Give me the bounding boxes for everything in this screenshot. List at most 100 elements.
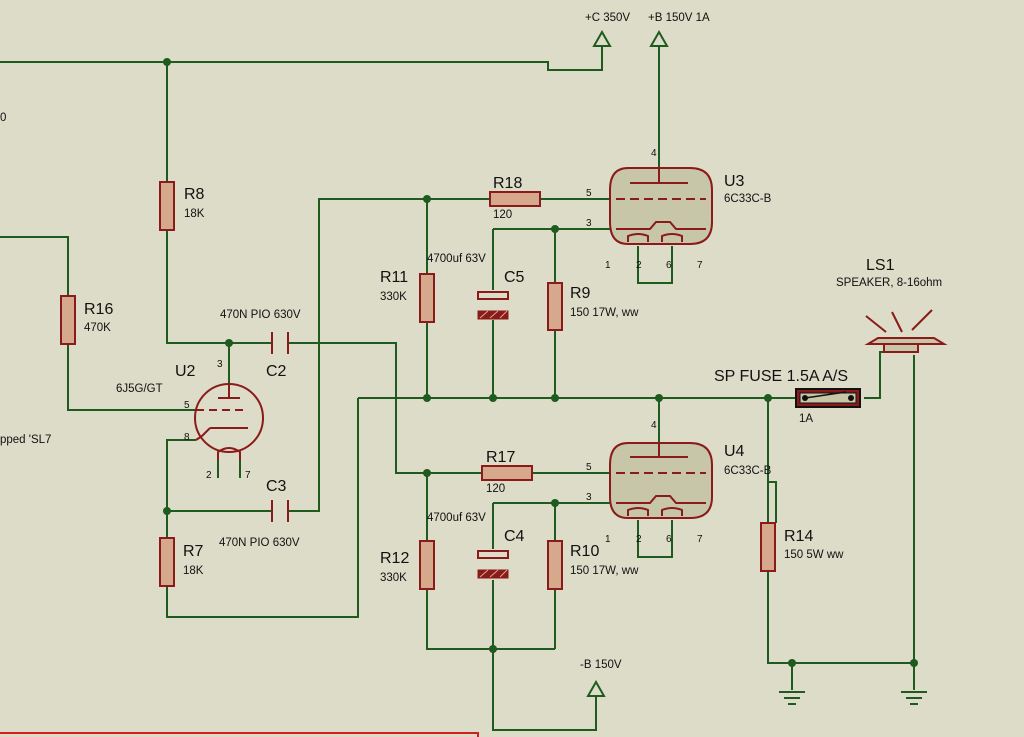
c2-value: 470N PIO 630V — [220, 309, 301, 321]
speaker-ls1[interactable]: LS1 SPEAKER, 8-16ohm — [836, 257, 948, 353]
u3-pin5: 5 — [586, 188, 592, 199]
r12-value: 330K — [380, 572, 407, 584]
resistor-r17[interactable]: R17 120 — [481, 449, 533, 495]
u2-pin2: 2 — [206, 470, 212, 481]
supply-c-label: +C 350V — [585, 12, 630, 24]
capacitor-c3[interactable]: C3 470N PIO 630V — [219, 478, 300, 549]
resistor-r10[interactable]: R10 150 17W, ww — [547, 540, 639, 590]
junctions — [163, 58, 918, 667]
junction-dot — [489, 645, 497, 653]
fuse[interactable]: SP FUSE 1.5A A/S 1A — [714, 368, 861, 425]
u4-pin7: 7 — [697, 534, 703, 545]
u4-pin4: 4 — [651, 420, 657, 431]
u3-ref: U3 — [724, 173, 745, 190]
u2-pin3: 3 — [217, 359, 223, 370]
ground-symbol — [779, 691, 805, 705]
r7-ref: R7 — [183, 543, 204, 560]
capacitor-c2[interactable]: 470N PIO 630V C2 — [220, 309, 301, 380]
u3-pin7: 7 — [697, 260, 703, 271]
u3-pin2: 2 — [636, 260, 642, 271]
c5-value: 4700uf 63V — [427, 253, 486, 265]
supply-c-arrow: +C 350V — [585, 12, 630, 47]
resistor-r12[interactable]: R12 330K — [380, 540, 435, 590]
tube-u2[interactable]: U2 6J5G/GT 3 5 8 2 7 — [116, 359, 264, 481]
c2-ref: C2 — [266, 363, 287, 380]
c5-ref: C5 — [504, 269, 525, 286]
junction-dot — [910, 659, 918, 667]
clipped-label-top: 0 — [0, 112, 6, 124]
r10-value: 150 17W, ww — [570, 565, 639, 577]
resistor-r9[interactable]: R9 150 17W, ww — [547, 282, 639, 331]
r16-value: 470K — [84, 322, 111, 334]
junction-dot — [788, 659, 796, 667]
r9-ref: R9 — [570, 285, 591, 302]
u2-ref: U2 — [175, 363, 196, 380]
u3-pin6: 6 — [666, 260, 672, 271]
junction-dot — [764, 394, 772, 402]
ls1-value: SPEAKER, 8-16ohm — [836, 277, 942, 289]
r17-ref: R17 — [486, 449, 515, 466]
junction-dot — [225, 339, 233, 347]
u4-pin2: 2 — [636, 534, 642, 545]
junction-dot — [551, 499, 559, 507]
r8-ref: R8 — [184, 186, 205, 203]
r10-ref: R10 — [570, 543, 599, 560]
r18-value: 120 — [493, 209, 512, 221]
window-edge — [0, 732, 479, 737]
u2-pin7: 7 — [245, 470, 251, 481]
junction-dot — [655, 394, 663, 402]
c3-ref: C3 — [266, 478, 287, 495]
r11-value: 330K — [380, 291, 407, 303]
resistor-r14[interactable]: R14 150 5W ww — [760, 522, 844, 572]
resistor-r7[interactable]: R7 18K — [159, 537, 204, 587]
junction-dot — [489, 394, 497, 402]
u3-pin4: 4 — [651, 148, 657, 159]
junction-dot — [423, 195, 431, 203]
clipped-label-mid: pped 'SL7 — [0, 434, 51, 446]
resistor-r18[interactable]: R18 120 — [489, 175, 541, 221]
u2-pin8: 8 — [184, 432, 190, 443]
fuse-value: 1A — [799, 413, 813, 425]
supply-b-label: +B 150V 1A — [648, 12, 710, 24]
r16-ref: R16 — [84, 301, 113, 318]
ls1-ref: LS1 — [866, 257, 895, 274]
tube-u4[interactable]: U4 6C33C-B 4 5 3 1 2 6 7 — [586, 420, 772, 545]
r18-ref: R18 — [493, 175, 522, 192]
u4-pin5: 5 — [586, 462, 592, 473]
u4-value: 6C33C-B — [724, 465, 772, 477]
r14-ref: R14 — [784, 528, 813, 545]
junction-dot — [423, 394, 431, 402]
r11-ref: R11 — [380, 269, 408, 286]
supply-b-arrow: +B 150V 1A — [648, 12, 710, 47]
c4-ref: C4 — [504, 528, 525, 545]
r17-value: 120 — [486, 483, 505, 495]
u3-value: 6C33C-B — [724, 193, 772, 205]
resistor-r11[interactable]: R11 330K — [380, 269, 435, 323]
junction-dot — [163, 507, 171, 515]
fuse-ref: SP FUSE 1.5A A/S — [714, 368, 848, 385]
u4-pin6: 6 — [666, 534, 672, 545]
r9-value: 150 17W, ww — [570, 307, 639, 319]
r14-value: 150 5W ww — [784, 549, 844, 561]
capacitor-c5[interactable]: 4700uf 63V C5 — [427, 253, 525, 320]
supply-neg-b-label: -B 150V — [580, 659, 622, 671]
junction-dot — [551, 394, 559, 402]
junction-dot — [551, 225, 559, 233]
c3-value: 470N PIO 630V — [219, 537, 300, 549]
u3-pin1: 1 — [605, 260, 611, 271]
u4-pin1: 1 — [605, 534, 611, 545]
resistor-r8[interactable]: R8 18K — [159, 181, 205, 231]
resistor-r16[interactable]: R16 470K — [60, 295, 113, 345]
capacitor-c4[interactable]: 4700uf 63V C4 — [427, 512, 525, 579]
junction-dot — [163, 58, 171, 66]
tube-u3[interactable]: U3 6C33C-B 4 5 3 1 2 6 7 — [586, 148, 772, 271]
u3-pin3: 3 — [586, 218, 592, 229]
u2-value: 6J5G/GT — [116, 383, 163, 395]
u2-pin5: 5 — [184, 400, 190, 411]
r12-ref: R12 — [380, 550, 409, 567]
r8-value: 18K — [184, 208, 205, 220]
ground-symbol — [901, 691, 927, 705]
supply-neg-b-arrow: -B 150V — [580, 659, 622, 697]
c4-value: 4700uf 63V — [427, 512, 486, 524]
